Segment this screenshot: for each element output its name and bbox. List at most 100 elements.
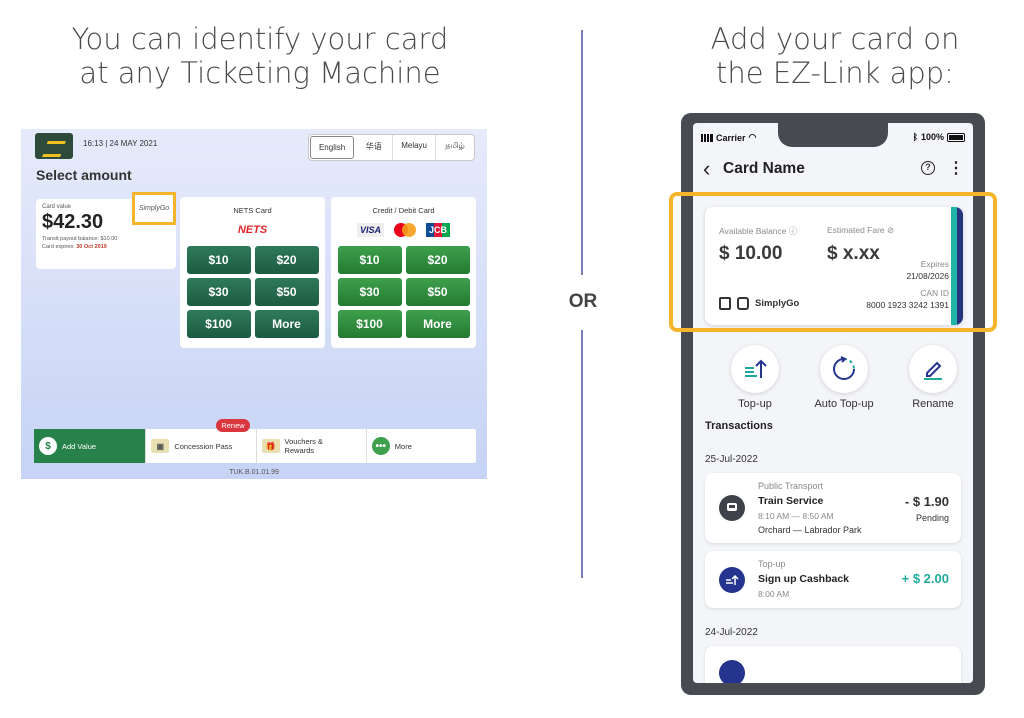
top-up-icon xyxy=(719,567,745,593)
card-expiry: Card expires: 30 Oct 2019 xyxy=(42,244,170,250)
estimated-fare-label: Estimated Fare ⊘ xyxy=(827,225,894,236)
language-selector: English 华语 Melayu தமிழ் xyxy=(307,134,475,161)
more-dots-icon: ••• xyxy=(371,437,390,455)
rename-button[interactable]: Rename xyxy=(894,345,972,410)
card-color-stripe xyxy=(951,207,963,325)
battery-icon xyxy=(947,132,965,142)
vouchers-label-line2: Rewards xyxy=(284,446,315,455)
status-bar-left: Carrier ◠ xyxy=(701,132,756,143)
visa-logo-icon: VISA xyxy=(356,223,384,237)
transaction-partial[interactable] xyxy=(705,646,961,683)
kiosk-footer-code: TUK.B.01.01.99 xyxy=(229,469,279,476)
transaction-topup[interactable]: Top-up Sign up Cashback 8:00 AM + $ 2.00 xyxy=(705,551,961,608)
right-heading: Add your card on the EZ-Link app: xyxy=(660,22,1010,90)
back-icon[interactable]: ‹ xyxy=(703,156,711,181)
divider-bottom xyxy=(581,330,583,578)
left-heading-line1: You can identify your card xyxy=(71,22,449,56)
right-heading-line2: the EZ-Link app: xyxy=(716,56,954,90)
nets-20-button[interactable]: $20 xyxy=(254,246,319,274)
more-options-icon[interactable]: ⋮ xyxy=(948,160,964,177)
nets-card-panel: NETS Card NETS $10 $20 $30 $50 $100 More xyxy=(180,197,325,348)
status-bar-right: ᛒ 100% xyxy=(913,132,965,142)
transaction-category: Public Transport xyxy=(758,481,824,491)
info-icon: ⓘ xyxy=(788,226,798,236)
nets-30-button[interactable]: $30 xyxy=(186,278,251,306)
carrier-label: Carrier xyxy=(716,132,746,143)
wifi-icon: ◠ xyxy=(748,132,757,142)
nets-100-button[interactable]: $100 xyxy=(186,310,251,338)
transaction-time: 8:00 AM xyxy=(758,589,790,599)
kiosk-datetime: 16:13 | 24 MAY 2021 xyxy=(83,139,158,148)
dollar-icon: $ xyxy=(39,437,57,455)
top-up-button[interactable]: Top-up xyxy=(716,345,794,410)
more-label: More xyxy=(394,441,412,451)
auto-top-up-button[interactable]: Auto Top-up xyxy=(805,345,883,410)
left-heading-line2: at any Ticketing Machine xyxy=(79,56,441,90)
signal-icon xyxy=(701,133,713,142)
transaction-category: Top-up xyxy=(758,559,786,569)
vouchers-label-line1: Vouchers & xyxy=(284,437,323,446)
train-icon xyxy=(719,495,745,521)
help-icon[interactable]: ? xyxy=(921,161,935,175)
expires-label: Expires xyxy=(920,259,949,269)
credit-20-button[interactable]: $20 xyxy=(405,246,470,274)
concession-pass-button[interactable]: ▣ Concession Pass Renew xyxy=(146,419,257,463)
lang-chinese[interactable]: 华语 xyxy=(355,135,394,160)
transaction-status: Pending xyxy=(915,513,949,523)
nets-panel-title: NETS Card xyxy=(233,206,272,215)
renew-badge: Renew xyxy=(216,419,250,432)
nets-10-button[interactable]: $10 xyxy=(186,246,251,274)
concession-pass-label: Concession Pass xyxy=(174,441,233,451)
simplygo-badge: SimplyGo xyxy=(132,192,176,225)
card-highlight-box xyxy=(669,192,997,332)
eye-off-icon: ⊘ xyxy=(887,225,895,235)
kiosk-title: Select amount xyxy=(36,167,132,183)
or-label: OR xyxy=(568,291,598,312)
left-heading: You can identify your card at any Ticket… xyxy=(40,22,480,90)
simplygo-logo: SimplyGo xyxy=(755,298,800,309)
rename-label: Rename xyxy=(912,398,954,410)
top-up-label: Top-up xyxy=(738,398,772,410)
available-balance-label: Available Balance ⓘ xyxy=(719,225,797,237)
more-button[interactable]: ••• More xyxy=(367,429,476,463)
ticketing-machine-screen: 16:13 | 24 MAY 2021 English 华语 Melayu தம… xyxy=(21,129,487,479)
balance-card[interactable]: Available Balance ⓘ $ 10.00 Estimated Fa… xyxy=(705,207,963,325)
credit-more-button[interactable]: More xyxy=(405,310,470,338)
vouchers-rewards-button[interactable]: 🎁 Vouchers &Rewards xyxy=(257,429,367,463)
transaction-icon xyxy=(719,660,745,683)
train-icon xyxy=(719,297,731,310)
lang-malay[interactable]: Melayu xyxy=(393,135,436,160)
transaction-route: Orchard — Labrador Park xyxy=(758,525,862,535)
pen-icon xyxy=(909,345,957,393)
available-balance-value: $ 10.00 xyxy=(719,243,783,264)
credit-card-panel: Credit / Debit Card VISA JCB $10 $20 $30… xyxy=(331,197,476,348)
nets-more-button[interactable]: More xyxy=(254,310,319,338)
lang-tamil[interactable]: தமிழ் xyxy=(445,141,465,150)
card-expiry-label: Card expires: xyxy=(42,244,75,250)
lang-english[interactable]: English xyxy=(309,136,355,159)
card-mode-icons: SimplyGo xyxy=(719,297,799,310)
nets-50-button[interactable]: $50 xyxy=(254,278,319,306)
can-id-value: 8000 1923 3242 1391 xyxy=(866,300,949,310)
available-balance-label-text: Available Balance xyxy=(719,226,787,236)
nets-logo-icon: NETS xyxy=(237,224,268,236)
transaction-train[interactable]: Public Transport Train Service 8:10 AM —… xyxy=(705,473,961,543)
phone-screen: Carrier ◠ ᛒ 100% ‹ Card Name ? ⋮ Availab… xyxy=(693,123,973,683)
transaction-time: 8:10 AM — 8:50 AM xyxy=(758,511,834,521)
transaction-date: 24-Jul-2022 xyxy=(705,627,758,638)
credit-30-button[interactable]: $30 xyxy=(337,278,402,306)
transactions-header: Transactions xyxy=(705,420,773,432)
gift-icon: 🎁 xyxy=(261,439,280,453)
top-up-icon xyxy=(731,345,779,393)
credit-100-button[interactable]: $100 xyxy=(337,310,402,338)
kiosk-bottom-bar: $ Add Value ▣ Concession Pass Renew 🎁 Vo… xyxy=(34,419,476,463)
credit-10-button[interactable]: $10 xyxy=(337,246,402,274)
phone-frame: Carrier ◠ ᛒ 100% ‹ Card Name ? ⋮ Availab… xyxy=(681,113,985,695)
add-value-button[interactable]: $ Add Value xyxy=(34,429,147,463)
transaction-name: Sign up Cashback xyxy=(758,573,850,585)
app-bar: ‹ Card Name ? ⋮ xyxy=(693,155,973,185)
credit-50-button[interactable]: $50 xyxy=(405,278,470,306)
vouchers-label: Vouchers &Rewards xyxy=(285,437,323,455)
pass-card-icon: ▣ xyxy=(151,439,170,453)
mastercard-logo-icon xyxy=(394,223,416,237)
